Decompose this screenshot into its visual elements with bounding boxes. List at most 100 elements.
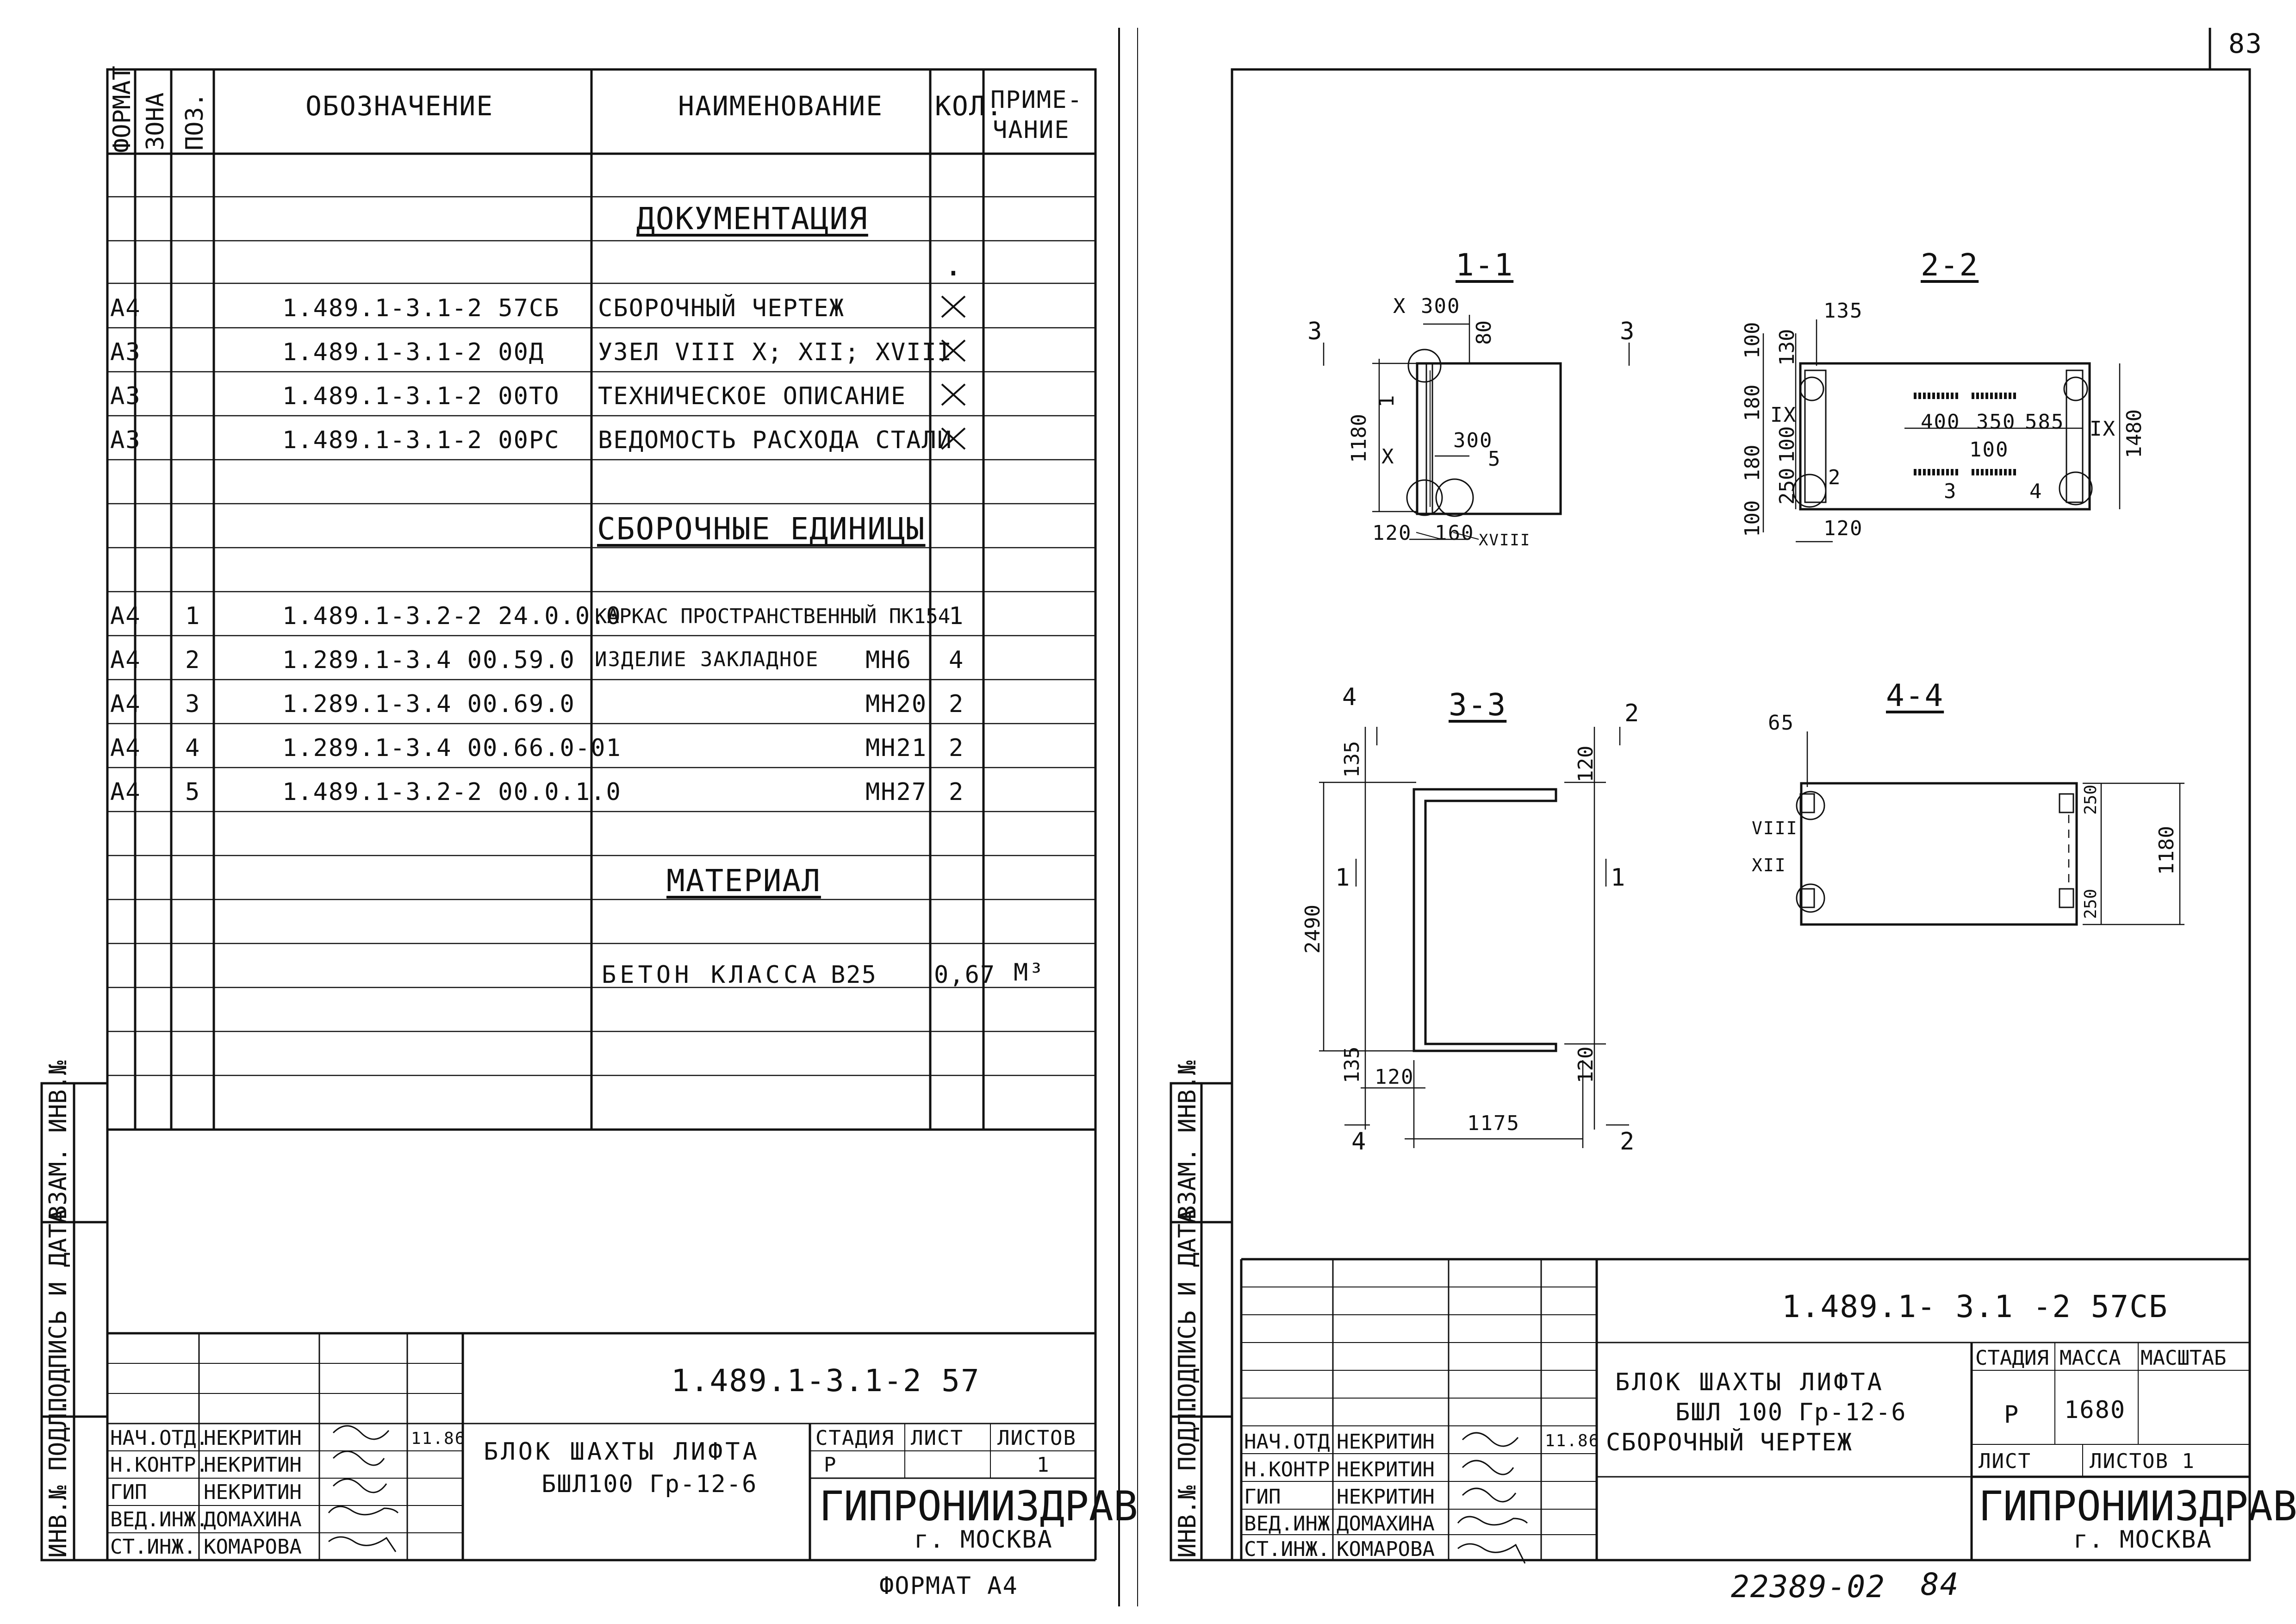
s11-dim-5: 5 [1488,447,1501,471]
s22-dim-180a: 180 [1741,384,1764,421]
left-stage-h: СТАДИЯ [815,1426,895,1450]
s22-dim-250: 250 [1775,468,1799,505]
left-sheets: 1 [1037,1453,1050,1477]
right-person: НЕКРИТИН [1337,1485,1435,1509]
material-qty: 0,67 [934,961,996,989]
archive-number: 22389-02 [1731,1569,1885,1605]
s11-mark-3: 3 [1307,318,1323,345]
left-role: НАЧ.ОТД. [110,1426,208,1450]
s33-dim-135a: 135 [1340,741,1364,778]
s11-dim-80: 80 [1472,320,1496,345]
right-role: СТ.ИНЖ. [1244,1537,1330,1561]
unit-name: КАРКАС ПРОСТРАНСТВЕННЫЙ ПК154 [595,605,951,628]
s44-callout-xii: XII [1752,855,1786,875]
section-units: СБОРОЧНЫЕ ЕДИНИЦЫ [597,511,926,547]
left-role: ВЕД.ИНЖ. [110,1508,208,1531]
s33-dim-120a: 120 [1574,745,1598,782]
unit-mark: МН27 [865,778,927,806]
unit-pos: 1 [185,602,201,630]
s22-dim-350: 350 [1976,410,2016,434]
right-title-3: СБОРОЧНЫЙ ЧЕРТЕЖ [1606,1429,1853,1456]
unit-format: А4 [110,602,141,630]
docs-name: ТЕХНИЧЕСКОЕ ОПИСАНИЕ [598,382,907,410]
s44-dim-65: 65 [1768,711,1794,735]
docs-designation: 1.489.1-3.1-2 00Д [282,338,545,366]
s22-dim-100c: 100 [1775,426,1799,463]
right-person: НЕКРИТИН [1337,1430,1435,1454]
docs-format: А3 [110,426,141,454]
format-label: ФОРМАТ А4 [879,1572,1018,1600]
material-unit: М³ [1014,959,1045,987]
docs-format: А3 [110,382,141,410]
unit-mark: МН6 [865,646,912,674]
unit-mark: МН21 [865,734,927,762]
unit-qty: 2 [949,778,964,806]
right-date: 11.86 [1545,1431,1600,1450]
s22-callout-ix: IX [1770,403,1797,427]
header-note-1: ПРИМЕ- [990,86,1083,114]
s22-dim-100a: 100 [1741,322,1764,359]
s44-dim-1180: 1180 [2155,826,2178,875]
right-org: ГИПРОНИИЗДРАВ [1979,1482,2296,1530]
s44-callout-viii: VIII [1752,818,1798,838]
unit-designation: 1.289.1-3.4 00.69.0 [282,690,575,718]
section-2-2-geometry [1762,319,2121,543]
left-org: ГИПРОНИИЗДРАВ [819,1482,1138,1530]
left-date: 11.86 [411,1429,466,1448]
stamp-inv-orig: ИНВ.№ ПОДЛ. [44,1398,72,1558]
right-person: КОМАРОВА [1337,1537,1435,1561]
s33-dim-135b: 135 [1340,1046,1364,1083]
s33-mark-2: 2 [1624,700,1640,727]
docs-dot: . [944,247,964,283]
s33-mark-4: 4 [1342,683,1358,711]
s22-dim-135: 135 [1823,299,1863,323]
s33-mark-2: 2 [1620,1128,1636,1156]
s33-dim-1175: 1175 [1467,1112,1520,1135]
docs-designation: 1.489.1-3.1-2 00ТО [282,382,560,410]
s33-dim-120c: 120 [1574,1046,1598,1083]
s11-callout-x: X [1381,445,1395,468]
left-role: ГИП [110,1480,147,1504]
left-title-2: БШЛ100 Гр-12-6 [541,1470,758,1498]
stamp-inv-orig: ИНВ.№ ПОДЛ. [1174,1398,1201,1558]
unit-format: А4 [110,778,141,806]
right-sheets-h: ЛИСТОВ 1 [2090,1449,2195,1473]
s22-dim-100b: 100 [1741,500,1764,537]
section-3-3-label: 3-3 [1449,687,1507,723]
left-code: 1.489.1-3.1-2 57 [671,1363,980,1399]
header-zone: ЗОНА [142,92,169,150]
next-page-number: 84 [1921,1567,1960,1602]
s11-callout-xviii: XVIII [1479,531,1531,550]
left-title-1: БЛОК ШАХТЫ ЛИФТА [484,1438,760,1466]
unit-qty: 2 [949,734,964,762]
left-role: СТ.ИНЖ. [110,1535,196,1559]
unit-pos: 5 [185,778,201,806]
unit-designation: 1.289.1-3.4 00.66.0-01 [282,734,622,762]
right-role: ГИП [1244,1485,1281,1509]
unit-designation: 1.489.1-3.2-2 00.0.1.0 [282,778,622,806]
section-3-3-geometry [1319,727,1629,1148]
right-stage: Р [2004,1401,2020,1429]
unit-name: ИЗДЕЛИЕ ЗАКЛАДНОЕ [595,648,819,671]
stamp-inv-replace: ВЗАМ. ИНВ.№ [44,1060,72,1220]
right-person: ДОМАХИНА [1337,1512,1435,1536]
s11-dim-160: 160 [1435,521,1475,545]
s33-mark-1: 1 [1335,864,1351,892]
right-scale-h: МАСШТАБ [2140,1346,2227,1370]
s22-dim-120: 120 [1823,517,1863,540]
header-designation: ОБОЗНАЧЕНИЕ [305,90,494,122]
unit-pos: 4 [185,734,201,762]
s33-mark-1: 1 [1611,864,1626,892]
unit-designation: 1.489.1-3.2-2 24.0.0.0 [282,602,622,630]
material-class: В25 [831,961,877,989]
header-pos: ПОЗ. [181,92,209,150]
s11-callout-x-top: X [1393,294,1406,318]
s11-dim-300: 300 [1421,294,1461,318]
material-name: БЕТОН КЛАССА [602,961,820,989]
s22-pos-2: 2 [1828,466,1842,489]
unit-qty: 1 [949,602,964,630]
s11-mark-3: 3 [1620,318,1636,345]
s22-dim-180b: 180 [1741,444,1764,481]
right-sheet-h: ЛИСТ [1979,1449,2031,1473]
right-person: НЕКРИТИН [1337,1458,1435,1481]
